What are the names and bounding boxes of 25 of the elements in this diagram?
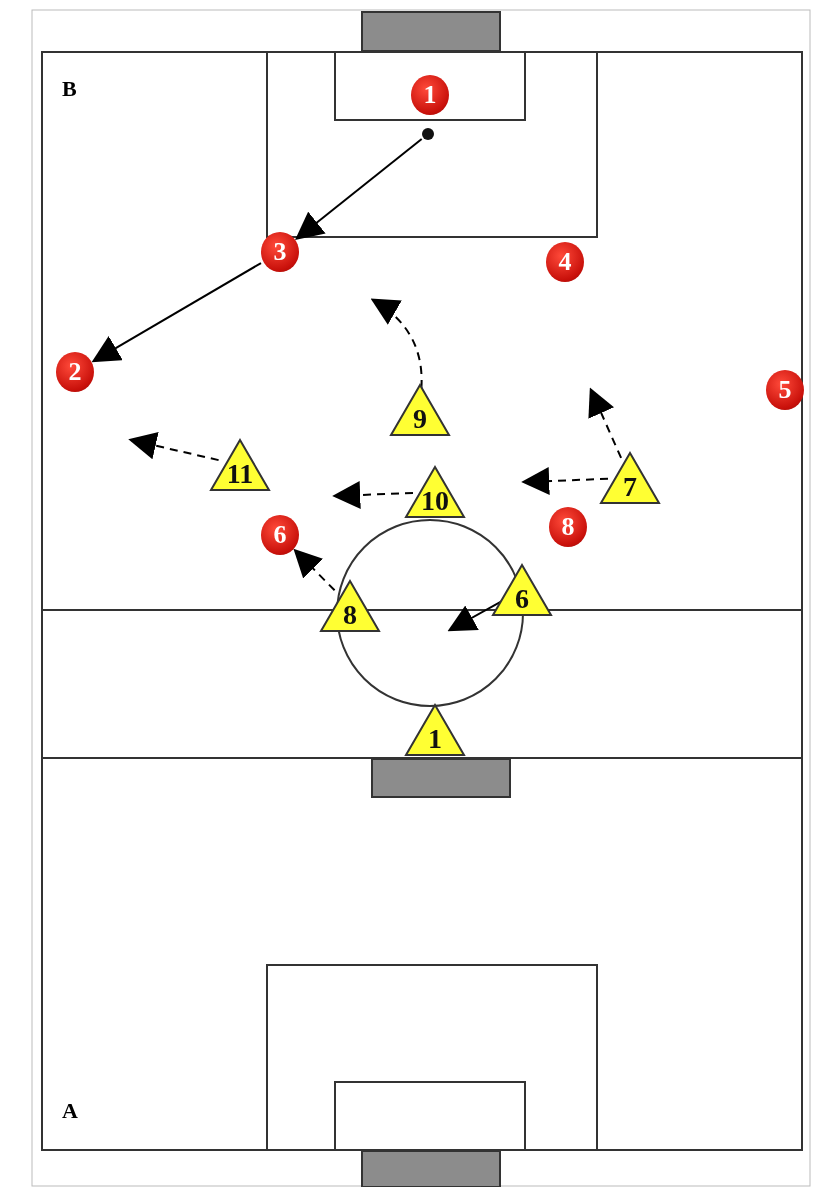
attacker-triangle: 8 <box>319 579 381 633</box>
run-arrow <box>521 467 609 496</box>
run-arrow <box>293 548 336 592</box>
attacker-triangle: 7 <box>599 451 661 505</box>
team-label: B <box>62 76 77 102</box>
team-label: A <box>62 1098 78 1124</box>
attacker-triangle: 1 <box>404 703 466 757</box>
pass-arrow <box>91 262 262 363</box>
run-arrow <box>588 387 623 459</box>
run-arrow <box>332 481 414 509</box>
pass-arrow <box>295 138 423 241</box>
attacker-triangle: 11 <box>209 438 271 492</box>
run-arrow <box>128 432 220 462</box>
defender-circle: 8 <box>549 507 587 547</box>
attacker-triangle: 10 <box>404 465 466 519</box>
defender-circle: 3 <box>261 232 299 272</box>
defender-circle: 5 <box>766 370 804 410</box>
defender-circle: 2 <box>56 352 94 392</box>
attacker-triangle: 6 <box>491 563 553 617</box>
defender-circle: 4 <box>546 242 584 282</box>
attacker-triangle: 9 <box>389 383 451 437</box>
defender-circle: 6 <box>261 515 299 555</box>
defender-circle: 1 <box>411 75 449 115</box>
ball-dot <box>422 128 434 140</box>
run-arrow <box>370 298 423 389</box>
